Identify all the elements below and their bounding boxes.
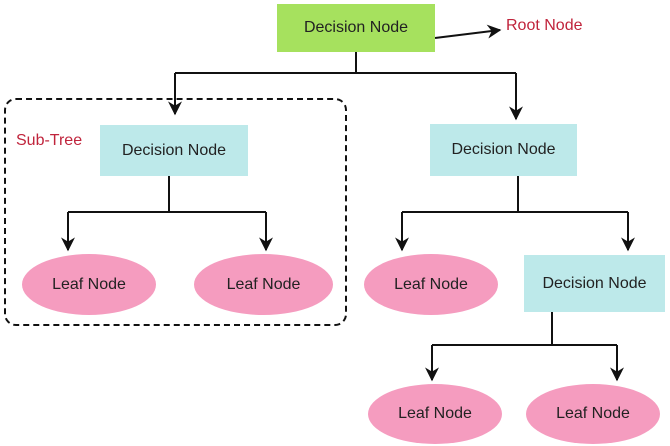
left-leaf-node-b: Leaf Node bbox=[194, 254, 333, 315]
right-leaf-node: Leaf Node bbox=[364, 254, 498, 315]
root-decision-label: Decision Node bbox=[303, 19, 409, 36]
inner-leaf-node-a: Leaf Node bbox=[368, 384, 502, 444]
inner-leaf-node-b: Leaf Node bbox=[526, 384, 660, 444]
root-node-annotation: Root Node bbox=[506, 17, 583, 34]
left-decision-label: Decision Node bbox=[121, 141, 227, 159]
right-decision-label: Decision Node bbox=[451, 141, 556, 158]
edge-right-split bbox=[402, 176, 628, 213]
left-decision-node: Decision Node bbox=[100, 125, 248, 176]
subtree-label: Sub-Tree bbox=[16, 132, 83, 149]
right-inner-decision-node: Decision Node bbox=[524, 255, 665, 312]
left-leaf-node-a: Leaf Node bbox=[22, 254, 156, 315]
right-decision-node: Decision Node bbox=[430, 124, 577, 176]
root-annotation-arrow bbox=[434, 24, 502, 39]
left-leaf-b-label: Leaf Node bbox=[226, 275, 301, 293]
subtree-boundary bbox=[4, 98, 347, 326]
root-decision-node: Decision Node bbox=[277, 4, 435, 52]
right-leaf-label: Leaf Node bbox=[394, 275, 468, 293]
edge-inner-split bbox=[432, 312, 617, 346]
inner-leaf-a-label: Leaf Node bbox=[398, 405, 472, 422]
right-inner-decision-label: Decision Node bbox=[542, 274, 647, 292]
left-leaf-a-label: Leaf Node bbox=[52, 275, 126, 293]
edge-root-split bbox=[175, 52, 516, 74]
inner-leaf-b-label: Leaf Node bbox=[556, 405, 630, 422]
edge-left-split bbox=[68, 176, 266, 213]
